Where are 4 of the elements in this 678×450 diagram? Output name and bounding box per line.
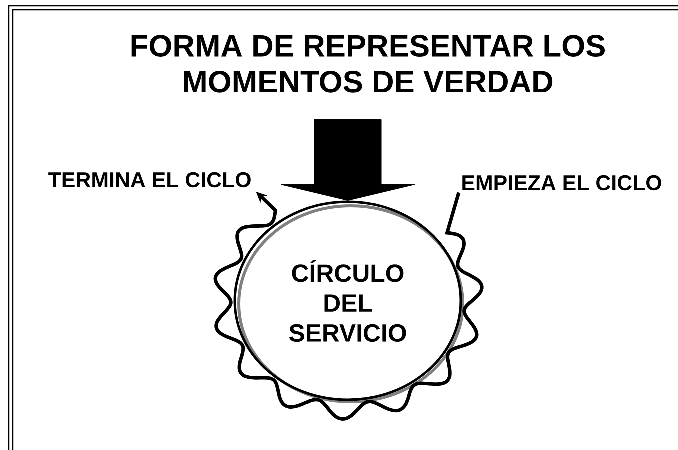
- title: FORMA DE REPRESENTAR LOS MOMENTOS DE VERDAD: [132, 35, 605, 93]
- block-arrow: [280, 120, 416, 201]
- cycle-label: TERMINA EL CICLO: [48, 172, 251, 188]
- cycle-label: EMPIEZA EL CICLO: [462, 175, 662, 191]
